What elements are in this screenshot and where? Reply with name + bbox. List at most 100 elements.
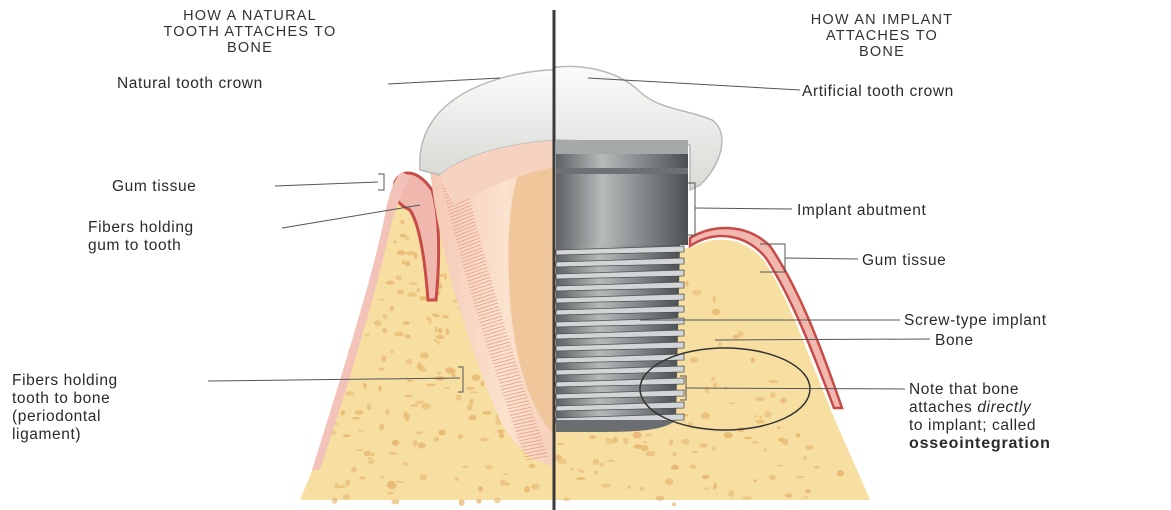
- bone-spot: [414, 253, 417, 259]
- label-osseointegration-note: Note that bone attaches directly to impl…: [909, 381, 1051, 453]
- bone-spot: [438, 328, 443, 334]
- bone-spot: [743, 437, 752, 439]
- bone-spot: [796, 433, 801, 438]
- bone-spot: [472, 374, 480, 381]
- bone-spot: [391, 499, 399, 504]
- bone-spot: [405, 335, 411, 339]
- right-heading: HOW AN IMPLANT ATTACHES TO BONE: [722, 12, 1042, 60]
- bone-spot: [764, 448, 768, 452]
- bone-spot: [593, 459, 600, 465]
- bone-spot: [434, 339, 437, 342]
- bone-spot: [623, 438, 628, 445]
- bone-spot: [782, 439, 788, 445]
- label-line: Fibers holding: [88, 219, 194, 237]
- bone-spot: [589, 435, 596, 439]
- bone-spot: [476, 499, 481, 504]
- bone-spot: [728, 490, 734, 497]
- bone-spot: [777, 426, 782, 429]
- bone-spot: [714, 482, 717, 489]
- bone-spot: [332, 497, 337, 504]
- bone-spot: [837, 470, 844, 477]
- bone-spot: [382, 314, 387, 319]
- bone-spot: [756, 397, 766, 401]
- bone-spot: [601, 484, 611, 488]
- right-heading-line: HOW AN IMPLANT: [722, 12, 1042, 28]
- bone-spot: [417, 363, 421, 370]
- bone-spot: [656, 496, 665, 501]
- bone-spot: [570, 468, 574, 471]
- bone-spot: [494, 498, 501, 504]
- bone-spot: [379, 368, 384, 371]
- bone-spot: [378, 386, 381, 391]
- bone-spot: [437, 372, 441, 375]
- bone-spot: [334, 483, 339, 489]
- bone-spot: [718, 342, 722, 348]
- bone-spot: [439, 430, 446, 436]
- bone-spot: [368, 457, 373, 459]
- bone-spot: [531, 484, 540, 490]
- bone-spot: [387, 492, 393, 495]
- bone-spot: [455, 477, 458, 481]
- bone-spot: [643, 441, 647, 444]
- bone-spot: [355, 410, 364, 415]
- bone-spot: [462, 466, 468, 468]
- bone-spot: [803, 456, 807, 460]
- bone-spot: [415, 431, 423, 434]
- bone-spot: [405, 419, 409, 421]
- bone-spot: [703, 487, 710, 489]
- bone-spot: [385, 409, 389, 415]
- right-heading-line: ATTACHES TO: [722, 28, 1042, 44]
- bone-spot: [415, 401, 424, 404]
- label-artificial-tooth-crown: Artificial tooth crown: [802, 83, 954, 101]
- bone-spot: [576, 477, 586, 480]
- bone-spot: [712, 446, 715, 452]
- note-line: to implant; called: [909, 417, 1051, 435]
- bone-spot: [371, 452, 374, 456]
- label-line: tooth to bone: [12, 390, 118, 408]
- bone-spot: [408, 292, 418, 297]
- bone-spot: [579, 470, 584, 473]
- bone-spot: [480, 438, 489, 441]
- left-heading-line: TOOTH ATTACHES TO: [90, 24, 410, 40]
- bone-spot: [673, 452, 677, 456]
- bone-spot: [690, 451, 698, 453]
- bone-spot: [397, 250, 406, 255]
- bone-spot: [499, 433, 504, 439]
- bone-spot: [805, 445, 814, 449]
- bone-spot: [345, 480, 350, 486]
- bone-spot: [351, 467, 357, 473]
- bone-spot: [681, 439, 690, 445]
- label-implant-abutment: Implant abutment: [797, 202, 926, 220]
- bone-spot: [374, 320, 382, 326]
- bone-spot: [402, 462, 409, 465]
- bone-spot: [497, 430, 505, 434]
- bone-spot: [665, 478, 673, 485]
- bone-spot: [429, 317, 432, 324]
- bone-spot: [685, 281, 688, 287]
- note-text: attaches: [909, 399, 977, 416]
- bone-spot: [380, 299, 384, 301]
- bone-spot: [557, 459, 566, 465]
- bone-spot: [751, 441, 759, 444]
- bone-spot: [577, 468, 581, 470]
- bone-spot: [442, 315, 449, 318]
- bone-spot: [466, 387, 475, 390]
- bone-spot: [400, 220, 405, 224]
- label-bone: Bone: [935, 332, 974, 350]
- bone-spot: [640, 487, 645, 490]
- bone-spot: [364, 384, 367, 389]
- bone-spot: [352, 417, 360, 419]
- bone-spot: [420, 352, 429, 358]
- right-heading-line: BONE: [722, 44, 1042, 60]
- label-line: (periodontal: [12, 408, 118, 426]
- label-screw-type-implant: Screw-type implant: [904, 312, 1047, 330]
- bone-spot: [364, 451, 371, 457]
- bone-spot: [390, 350, 393, 354]
- bone-spot: [688, 422, 693, 426]
- bone-spot: [776, 465, 784, 467]
- bone-spot: [529, 464, 536, 469]
- bone-spot: [692, 290, 702, 296]
- label-natural-tooth-crown: Natural tooth crown: [117, 75, 263, 93]
- bone-spot: [768, 380, 778, 383]
- bone-spot: [387, 482, 397, 489]
